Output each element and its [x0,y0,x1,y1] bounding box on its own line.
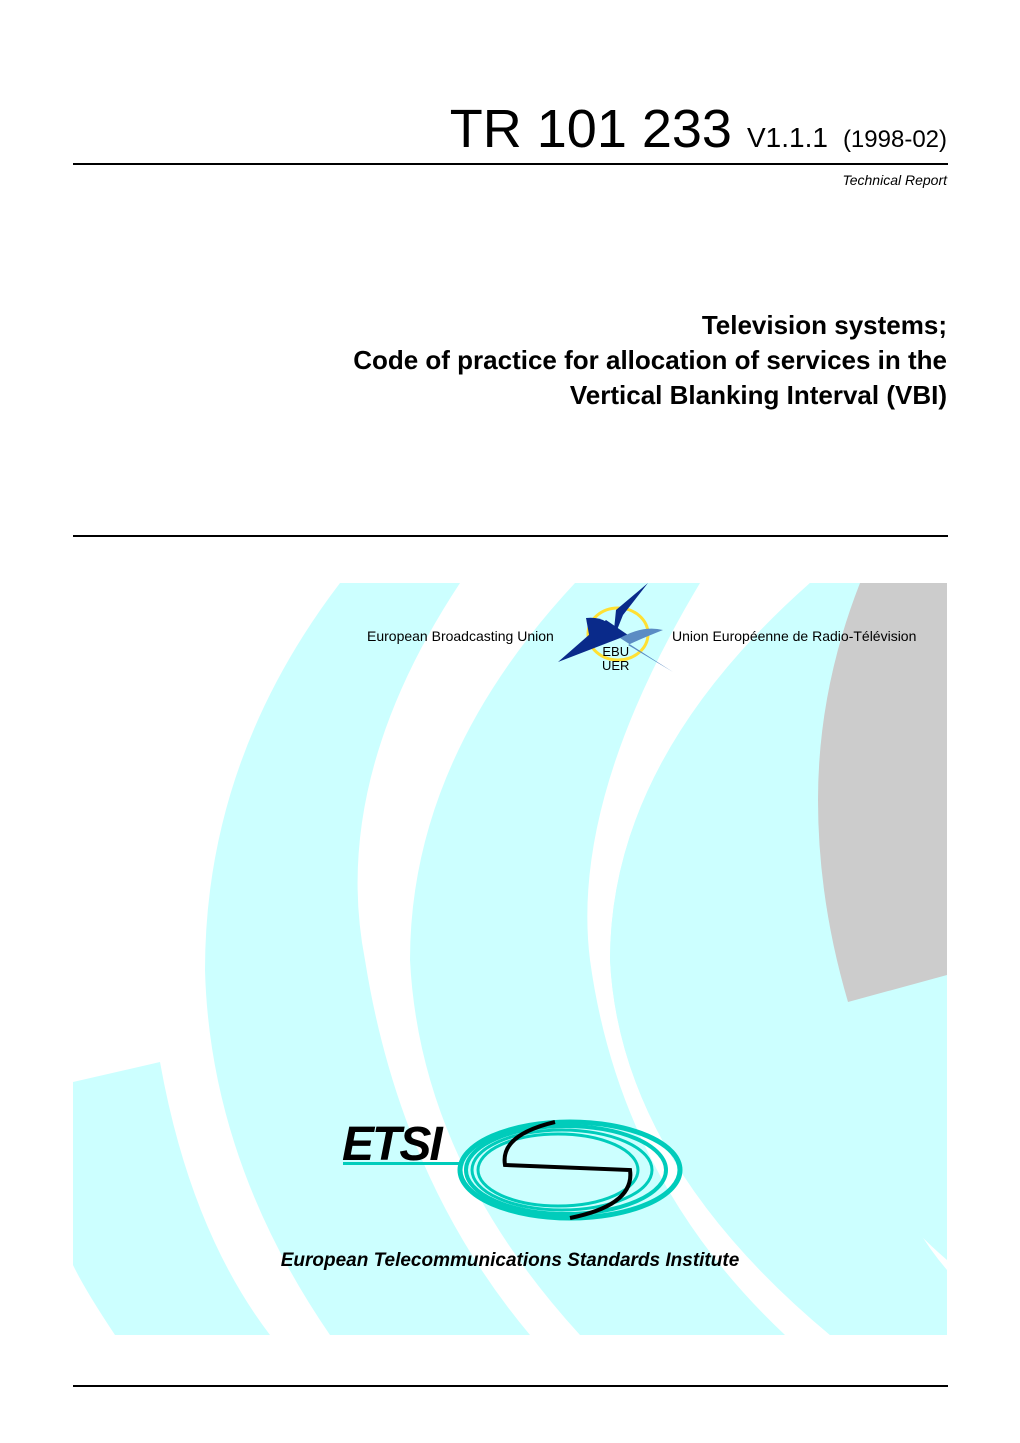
doc-id: TR 101 233 [449,99,732,159]
ebu-logo-text: EBU UER [602,645,629,673]
title-line-1: Television systems; [701,310,947,340]
etsi-underline [343,1162,463,1165]
header-rule [73,163,948,165]
doc-date: (1998-02) [842,126,947,153]
ebu-logo [558,583,673,672]
band-2 [410,583,785,1335]
gray-band [818,583,947,1002]
band-left-small [73,1062,270,1335]
etsi-logo-graphic [457,1119,683,1221]
document-type: Technical Report [842,172,947,188]
doc-version: V1.1.1 [746,122,828,153]
ebu-name-english: European Broadcasting Union [367,628,554,644]
title-line-2: Code of practice for allocation of servi… [353,345,947,375]
ebu-logo-line-1: EBU [602,644,630,659]
ebu-logo-line-2: UER [602,658,630,673]
band-3-fill [610,583,947,1335]
title-line-3: Vertical Blanking Interval (VBI) [569,380,947,410]
document-title: Television systems; Code of practice for… [353,308,947,413]
title-rule [73,535,948,537]
document-number: TR 101 233 V1.1.1 (1998-02) [450,98,947,160]
etsi-logo-text: ETSI [342,1118,444,1171]
ebu-name-french: Union Européenne de Radio-Télévision [672,628,917,644]
band-1 [205,583,530,1335]
footer-rule [73,1385,948,1387]
etsi-full-name: European Telecommunications Standards In… [280,1250,740,1271]
